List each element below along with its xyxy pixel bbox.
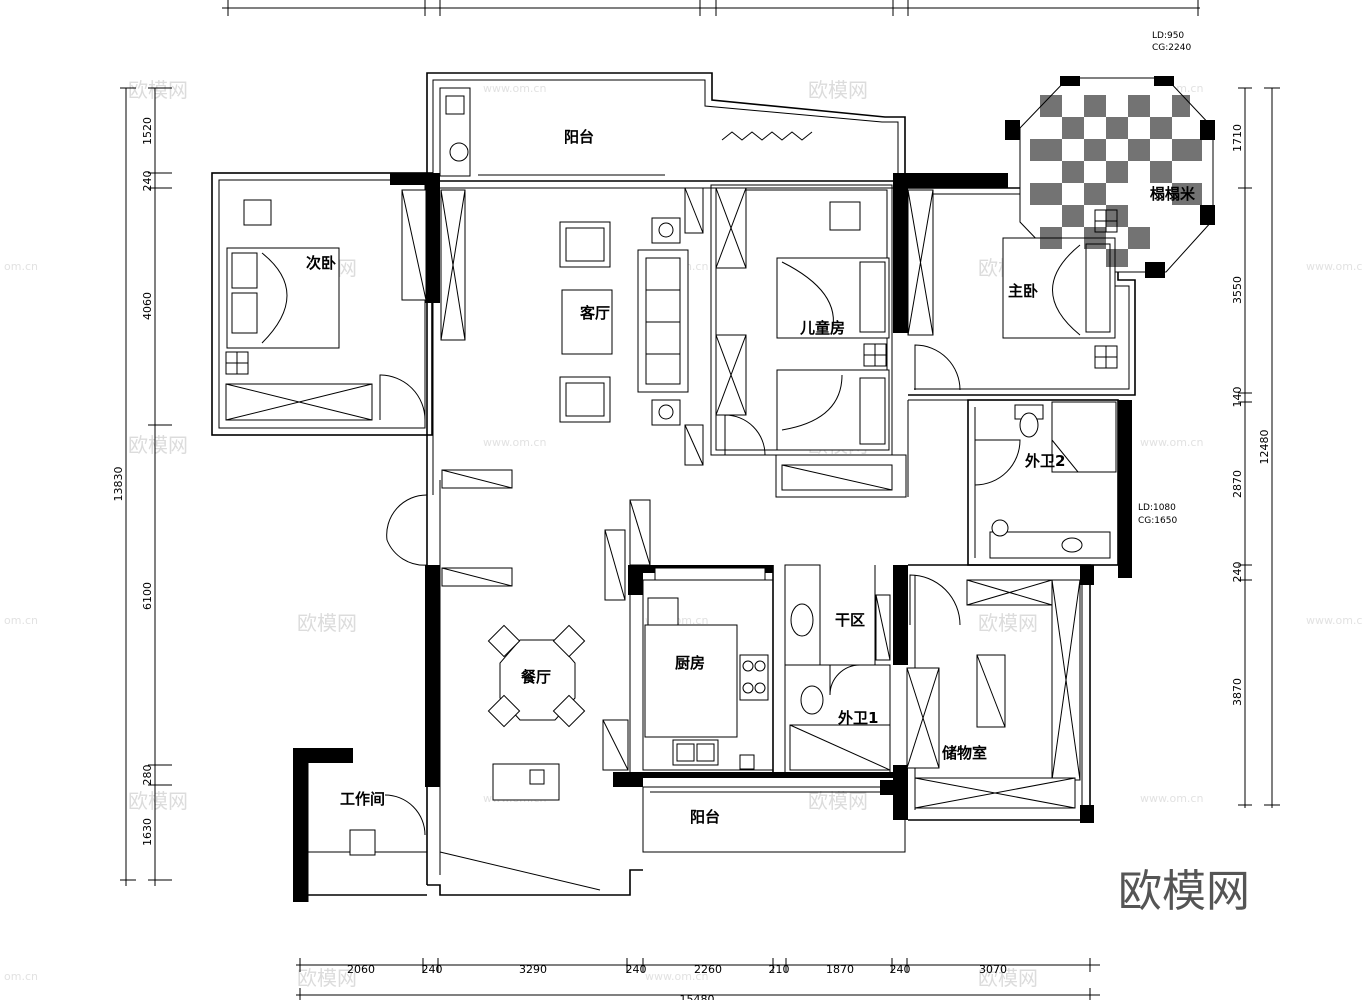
annotations: LD:950 CG:2240 LD:1080 CG:1650	[1138, 31, 1191, 526]
dim-bottom-9: 3070	[979, 963, 1007, 976]
watermark-url: www.om.cn	[1306, 260, 1362, 273]
watermark-url: www.om.cn	[1306, 614, 1362, 627]
dim-right-1: 1710	[1231, 124, 1244, 152]
watermark-url: www.om.cn	[483, 436, 546, 449]
dim-right-4: 2870	[1231, 470, 1244, 498]
dim-bottom-3: 3290	[519, 963, 547, 976]
watermark-text: 欧模网	[128, 789, 188, 813]
dim-bottom-5: 2260	[694, 963, 722, 976]
watermark-text: 欧模网	[297, 611, 357, 635]
dim-bottom-1: 2060	[347, 963, 375, 976]
dim-right-6: 3870	[1231, 678, 1244, 706]
dim-bottom-4: 240	[626, 963, 647, 976]
furniture	[225, 87, 1202, 856]
watermark-url: www.om.cn	[645, 970, 708, 983]
room-label-storage: 储物室	[942, 744, 987, 762]
cg-right-label: CG:1650	[1138, 516, 1177, 526]
brand-logo-text: 欧模网	[1118, 866, 1250, 917]
dim-right-3: 140	[1231, 387, 1244, 408]
room-label-kids-room: 儿童房	[799, 319, 845, 337]
dim-left-4: 6100	[141, 582, 154, 610]
dim-left-2: 240	[141, 171, 154, 192]
dim-bottom-total: 15480	[680, 993, 715, 1000]
dim-right-total: 12480	[1258, 430, 1271, 465]
watermark-text: 欧模网	[128, 78, 188, 102]
watermark-text: 欧模网	[978, 611, 1038, 635]
dimension-labels: 1520 240 4060 13830 6100 280 1630 1710 3…	[112, 117, 1271, 1004]
watermark-url: om.cn	[4, 260, 38, 273]
tatami-pattern	[1030, 95, 1202, 267]
dim-bottom-2: 240	[422, 963, 443, 976]
room-label-dining: 餐厅	[521, 668, 551, 686]
dim-bottom-6: 210	[769, 963, 790, 976]
cg-top-label: CG:2240	[1152, 43, 1191, 53]
room-label-second-bedroom: 次卧	[306, 254, 336, 272]
watermark-url: www.om.cn	[483, 82, 546, 95]
dim-bottom-7: 1870	[826, 963, 854, 976]
room-label-bath1: 外卫1	[837, 709, 878, 727]
room-label-bath2: 外卫2	[1024, 452, 1065, 470]
watermark-text: 欧模网	[808, 78, 868, 102]
ld-top-label: LD:950	[1152, 31, 1184, 41]
room-label-tatami: 榻榻米	[1150, 185, 1196, 203]
room-label-living-room: 客厅	[579, 304, 610, 322]
room-label-dry-area: 干区	[835, 611, 865, 629]
watermark-text: 欧模网	[978, 966, 1038, 990]
watermark-url: www.om.cn	[1140, 436, 1203, 449]
watermark-text: 欧模网	[808, 789, 868, 813]
dim-left-1: 1520	[141, 117, 154, 145]
dimension-lines	[120, 0, 1280, 1000]
room-label-workroom: 工作间	[340, 790, 385, 808]
room-label-balcony-bottom: 阳台	[690, 808, 720, 826]
room-label-balcony-top: 阳台	[564, 128, 594, 146]
watermark-url: www.om.cn	[1140, 792, 1203, 805]
watermark-text: 欧模网	[297, 966, 357, 990]
dim-left-total: 13830	[112, 467, 125, 502]
ld-right-label: LD:1080	[1138, 503, 1176, 513]
dim-left-3: 4060	[141, 292, 154, 320]
brand-logo: 欧模网	[1118, 866, 1250, 917]
watermark-text: 欧模网	[128, 433, 188, 457]
dim-right-5: 240	[1231, 562, 1244, 583]
room-label-kitchen: 厨房	[675, 654, 705, 672]
watermark-url: om.cn	[4, 970, 38, 983]
room-labels: 阳台 次卧 客厅 儿童房 主卧 榻榻米 外卫2 干区 厨房 餐厅 外卫1 储物室…	[306, 128, 1196, 826]
dim-bottom-8: 240	[890, 963, 911, 976]
room-label-master-bedroom: 主卧	[1008, 282, 1038, 300]
dim-right-2: 3550	[1231, 276, 1244, 304]
dim-left-6: 1630	[141, 818, 154, 846]
watermark-url: om.cn	[4, 614, 38, 627]
dim-left-5: 280	[141, 765, 154, 786]
